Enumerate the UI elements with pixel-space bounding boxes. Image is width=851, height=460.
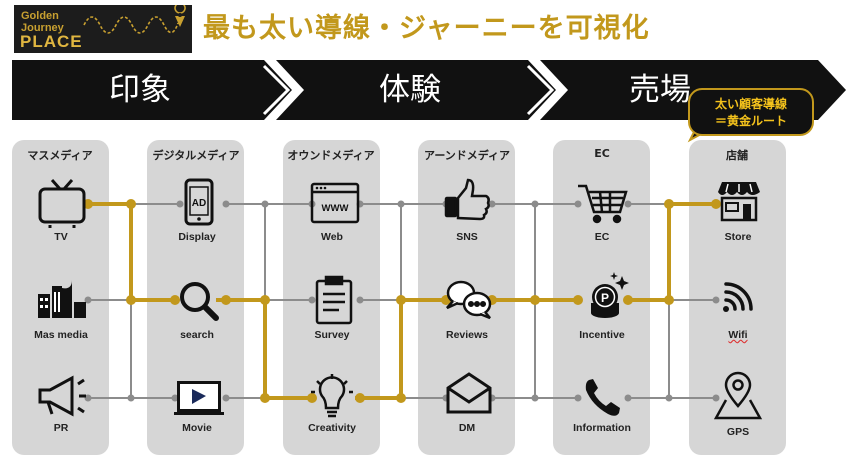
stage-label-experience: 体験 [379, 72, 441, 108]
logo-path-icon [83, 5, 186, 34]
svg-text:P: P [601, 291, 609, 305]
shopping-cart-icon [578, 184, 628, 224]
item-label: Wifi [728, 329, 748, 341]
item-label: Mas media [34, 329, 88, 341]
ad-text: AD [192, 198, 206, 209]
stage-arrow-bar [12, 60, 846, 120]
logo-text-place: PLACE [20, 32, 83, 51]
coin-stack-icon: P [591, 272, 629, 318]
www-text: WWW [322, 203, 349, 214]
item-label: Survey [314, 329, 350, 341]
megaphone-icon [38, 375, 86, 417]
item-label: Movie [182, 422, 212, 434]
column-header: 店舗 [726, 149, 748, 162]
item-label: Web [321, 231, 343, 243]
magnifier-icon [180, 282, 219, 321]
column-header: アーンドメディア [423, 149, 511, 162]
item-label: Reviews [445, 329, 489, 341]
golden-route-callout: 太い顧客導線 ＝黄金ルート [688, 88, 814, 136]
golden-journey-place-logo: Golden Journey PLACE [14, 5, 192, 53]
item-label: search [180, 329, 214, 341]
item-label: Incentive [579, 329, 625, 341]
chat-bubbles-icon [446, 280, 492, 320]
item-label: PR [53, 422, 69, 434]
page-title: 最も太い導線・ジャーニーを可視化 [203, 13, 650, 44]
stage-label-store: 売場 [629, 72, 691, 108]
stage-arrow-experience [276, 60, 556, 120]
storefront-icon [718, 182, 760, 222]
tv-icon [38, 179, 86, 228]
envelope-icon [446, 372, 492, 414]
clipboard-icon [315, 275, 353, 325]
golden-route-path [88, 202, 175, 302]
item-label: SNS [456, 231, 478, 243]
wifi-icon [723, 282, 753, 312]
column-header: オウンドメディア [287, 149, 375, 162]
thumbs-up-icon [444, 178, 490, 221]
stage-label-impression: 印象 [109, 72, 171, 108]
item-label: GPS [726, 426, 750, 438]
item-label: TV [54, 231, 68, 243]
smartphone-ad-icon: AD [184, 178, 214, 226]
lightbulb-icon [311, 374, 353, 418]
item-label: Store [724, 231, 752, 243]
column-header: デジタルメディア [152, 149, 240, 162]
buildings-icon [38, 280, 86, 318]
logo-text-journey: Journey [21, 22, 64, 34]
column-header: マスメディア [27, 149, 93, 162]
item-label: EC [594, 231, 610, 243]
video-player-icon [174, 381, 224, 415]
stage-arrow-impression [12, 60, 292, 120]
item-label: DM [458, 422, 476, 434]
phone-icon [585, 379, 620, 416]
item-label-wrap: Wifi [678, 329, 798, 341]
item-label: Creativity [308, 422, 356, 434]
item-label: Information [573, 422, 631, 434]
map-pin-icon [713, 371, 763, 420]
item-label: Display [178, 231, 216, 243]
column-header: EC [594, 147, 610, 160]
browser-www-icon: WWW [310, 182, 360, 224]
logo-text-golden: Golden [21, 10, 59, 22]
callout-line-2: ＝黄金ルート [714, 114, 787, 128]
callout-line-1: 太い顧客導線 [714, 97, 787, 111]
